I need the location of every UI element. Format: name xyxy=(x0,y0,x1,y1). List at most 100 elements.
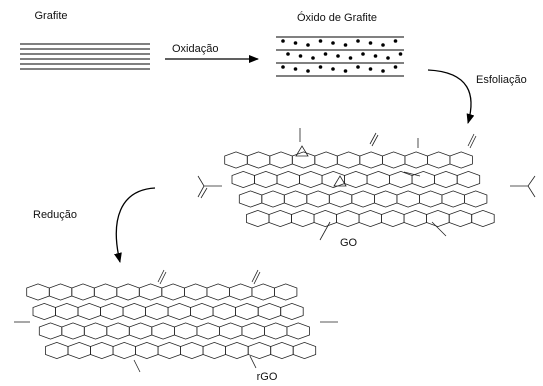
exfoliation-label: Esfoliação xyxy=(476,74,527,86)
carbon-ring xyxy=(228,283,253,301)
oxygen-dot xyxy=(381,43,385,47)
carbon-ring xyxy=(238,190,263,208)
graphite-oxide-label: Óxido de Grafite xyxy=(297,11,377,24)
oxygen-dot xyxy=(361,52,365,56)
oxygen-dot xyxy=(293,41,298,45)
carbon-ring xyxy=(268,209,292,228)
carbon-ring xyxy=(48,283,73,301)
reduction-arrow xyxy=(114,187,156,263)
carbon-ring xyxy=(151,322,175,340)
carbon-ring xyxy=(291,209,315,228)
oxygen-dot xyxy=(331,67,335,71)
carbon-ring xyxy=(246,151,271,169)
carbon-ring xyxy=(224,151,248,169)
carbon-ring xyxy=(206,283,230,301)
carbon-ring xyxy=(426,151,451,169)
oxygen-dot xyxy=(306,43,310,47)
oxygen-dot xyxy=(281,65,285,69)
carbon-ring xyxy=(196,322,220,340)
carbon-ring xyxy=(61,322,85,340)
carbon-ring xyxy=(112,341,137,360)
carbon-ring xyxy=(321,170,346,189)
carbon-ring xyxy=(55,302,79,321)
carbon-ring xyxy=(135,341,159,360)
carbon-ring xyxy=(263,322,288,340)
oxygen-dot xyxy=(318,39,323,43)
carbon-ring xyxy=(202,341,227,360)
carbon-ring xyxy=(116,283,140,301)
oxygen-dot xyxy=(331,41,335,45)
carbon-ring xyxy=(381,151,406,169)
carbon-ring xyxy=(106,322,130,340)
oxygen-dot xyxy=(298,54,303,58)
carbon-ring xyxy=(83,322,108,340)
carbon-ring xyxy=(351,190,375,208)
carbon-ring xyxy=(231,170,255,189)
carbon-ring xyxy=(463,190,488,208)
carbon-ring xyxy=(93,283,118,301)
carbon-ring xyxy=(45,341,69,360)
carbon-ring xyxy=(235,302,259,321)
carbon-ring xyxy=(396,190,420,208)
carbon-ring xyxy=(251,283,275,301)
carbon-ring xyxy=(292,341,317,360)
oxygen-dot xyxy=(343,43,348,47)
carbon-ring xyxy=(314,151,338,169)
go-label: GO xyxy=(340,237,358,249)
carbon-ring xyxy=(26,283,50,301)
carbon-ring xyxy=(246,209,270,228)
oxygen-dot xyxy=(336,54,340,58)
oxygen-dot xyxy=(281,39,285,43)
carbon-ring xyxy=(261,190,285,208)
go-functional-groups xyxy=(197,128,536,241)
carbon-ring xyxy=(212,302,237,321)
carbon-ring xyxy=(183,283,208,301)
rgo-label: rGO xyxy=(257,371,278,381)
oxygen-dot xyxy=(368,41,373,45)
carbon-ring xyxy=(38,322,63,340)
carbon-ring xyxy=(403,209,428,228)
carbon-ring xyxy=(306,190,330,208)
carbon-ring xyxy=(218,322,243,340)
carbon-ring xyxy=(225,341,249,360)
oxygen-dot xyxy=(373,54,378,58)
carbon-ring xyxy=(157,341,182,360)
exfoliation-arrow xyxy=(427,69,475,124)
carbon-ring xyxy=(128,322,153,340)
carbon-ring xyxy=(280,302,304,321)
carbon-ring xyxy=(299,170,323,189)
carbon-ring xyxy=(173,322,198,340)
carbon-ring xyxy=(313,209,338,228)
carbon-ring xyxy=(138,283,163,301)
carbon-ring xyxy=(359,151,383,169)
graphite-label: Grafite xyxy=(34,10,67,22)
carbon-ring xyxy=(257,302,282,321)
go-sheet-structure xyxy=(224,151,495,228)
carbon-ring xyxy=(270,341,294,360)
carbon-ring xyxy=(366,170,391,189)
oxygen-dot xyxy=(368,67,373,71)
oxygen-dot xyxy=(356,39,360,43)
carbon-ring xyxy=(358,209,383,228)
carbon-ring xyxy=(411,170,436,189)
carbon-ring xyxy=(273,283,298,301)
rgo-sheet-structure xyxy=(26,283,317,360)
oxygen-dot xyxy=(311,56,315,60)
carbon-ring xyxy=(328,190,353,208)
carbon-ring xyxy=(456,170,481,189)
oxygen-dot xyxy=(318,65,323,69)
graphite-layers xyxy=(20,43,150,70)
carbon-ring xyxy=(381,209,405,228)
carbon-ring xyxy=(77,302,101,321)
graphite-oxide-layers xyxy=(276,36,404,77)
carbon-ring xyxy=(247,341,272,360)
carbon-ring xyxy=(441,190,465,208)
oxygen-dot xyxy=(323,52,328,56)
carbon-ring xyxy=(269,151,293,169)
carbon-ring xyxy=(426,209,450,228)
carbon-ring xyxy=(283,190,308,208)
oxygen-dot xyxy=(393,65,398,69)
oxidation-label: Oxidação xyxy=(172,43,218,55)
oxygen-groups xyxy=(281,39,403,73)
